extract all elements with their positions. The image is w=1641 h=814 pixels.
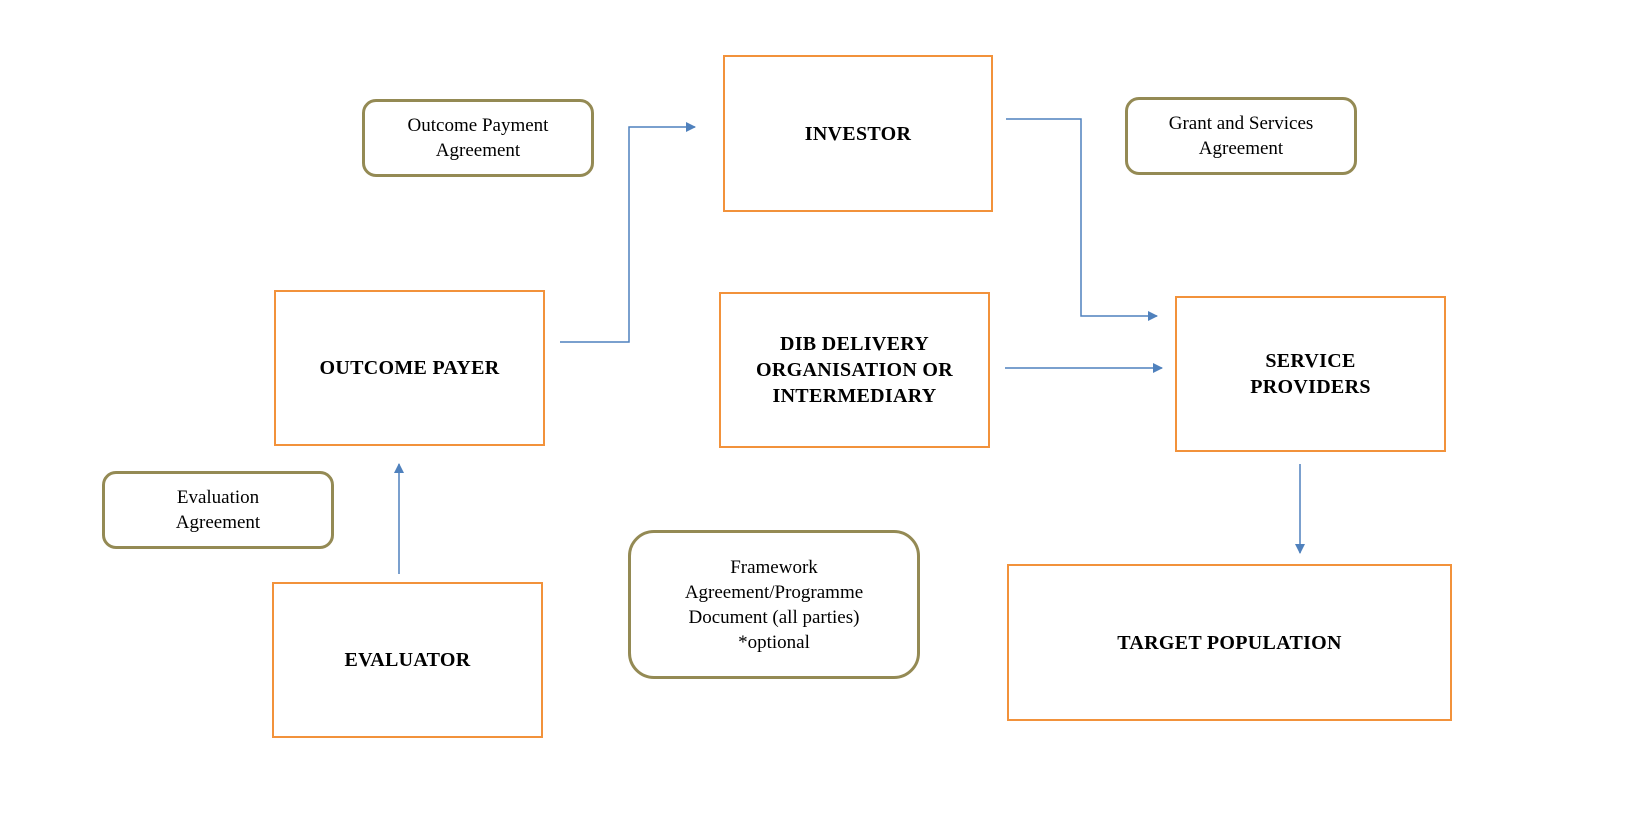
target-population-label: TARGET POPULATION [1117,631,1342,654]
evaluator-box: EVALUATOR [272,582,543,738]
outcome-payment-agreement-label: Outcome Payment Agreement [407,115,549,161]
framework-agreement-box: Framework Agreement/Programme Document (… [628,530,920,679]
target-population-box: TARGET POPULATION [1007,564,1452,721]
outcome-payer-box: OUTCOME PAYER [274,290,545,446]
grant-services-agreement-label: Grant and Services Agreement [1168,113,1314,159]
service-providers-label: SERVICE PROVIDERS [1250,350,1371,398]
outcome-payment-agreement-box: Outcome Payment Agreement [362,99,594,177]
framework-agreement-label: Framework Agreement/Programme Document (… [684,556,864,653]
arrow-outcome-payer-to-investor [560,122,696,343]
dib-delivery-organisation-label: DIB DELIVERY ORGANISATION OR INTERMEDIAR… [756,333,953,407]
evaluation-agreement-label: Evaluation Agreement [175,487,261,533]
investor-label: INVESTOR [804,122,912,145]
dib-delivery-organisation-box: DIB DELIVERY ORGANISATION OR INTERMEDIAR… [719,292,990,448]
outcome-payer-label: OUTCOME PAYER [319,357,500,379]
service-providers-box: SERVICE PROVIDERS [1175,296,1446,452]
arrow-investor-to-service-providers [1006,118,1158,321]
evaluator-label: EVALUATOR [344,649,471,671]
grant-services-agreement-box: Grant and Services Agreement [1125,97,1357,175]
evaluation-agreement-box: Evaluation Agreement [102,471,334,549]
investor-box: INVESTOR [723,55,993,212]
